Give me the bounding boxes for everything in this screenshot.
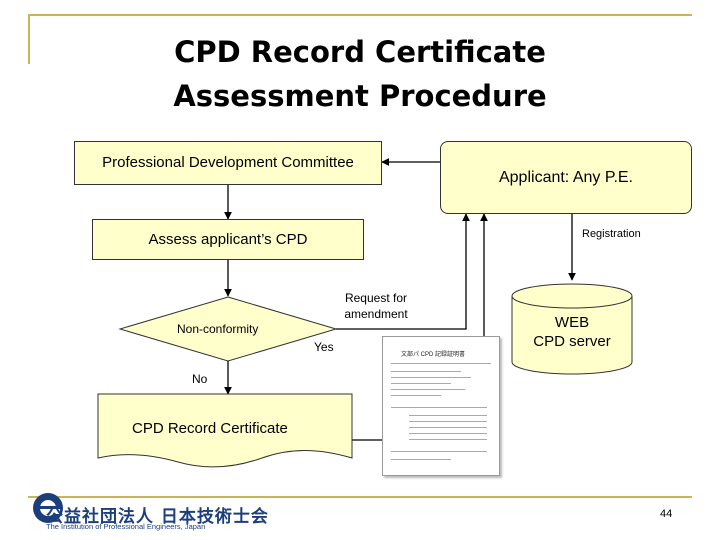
document-rule [409,427,487,428]
document-heading: 文部パ CPD 記録証明書 [401,352,466,358]
logo-english-name: The Institution of Professional Engineer… [46,522,206,531]
document-rule [409,433,487,434]
document-rule [409,415,487,416]
server-label-line-2: CPD server [533,333,611,350]
document-rule [391,459,451,460]
committee-box: Professional Development Committee [74,141,382,185]
title-line-2: Assessment Procedure [173,79,547,113]
document-rule [391,363,491,364]
document-rule [391,383,451,384]
document-rule [391,407,487,408]
server-label: WEB CPD server [512,313,632,351]
left-rule [28,14,30,64]
decision-label: Non-conformity [177,322,259,336]
assess-box: Assess applicant’s CPD [92,219,364,260]
document-rule [391,389,465,390]
edge-label-request-line-1: Request for [344,291,408,305]
logo-japanese-name: 公益社団法人 日本技術士会 [46,507,269,527]
certificate-label: CPD Record Certificate [132,420,288,437]
top-rule [28,14,692,16]
bottom-rule [28,496,692,498]
certificate-document-thumbnail: 文部パ CPD 記録証明書 [382,336,500,476]
document-rule [409,421,487,422]
document-rule [391,377,471,378]
document-rule [391,451,487,452]
server-label-line-1: WEB [554,314,590,331]
committee-label: Professional Development Committee [102,154,354,171]
assess-label: Assess applicant’s CPD [148,231,308,248]
page-number: 44 [660,508,673,520]
document-rule [391,371,461,372]
arrow-yes-to-applicant [336,213,470,330]
certificate-document-shape [97,393,353,468]
document-rule [391,395,441,396]
applicant-label: Applicant: Any P.E. [498,168,633,186]
server-cylinder-top [511,283,633,309]
server-cylinder [511,296,633,375]
applicant-box: Applicant: Any P.E. [440,141,692,214]
edge-label-request: Request for amendment [336,290,416,322]
edge-label-request-line-2: amendment [344,307,408,321]
edge-label-yes: Yes [314,340,334,354]
ipej-logo-mark [33,493,63,523]
edge-label-registration: Registration [582,228,641,240]
slide-title: CPD Record Certificate Assessment Proced… [0,30,720,118]
document-rule [409,439,487,440]
edge-label-no: No [192,372,208,386]
title-line-1: CPD Record Certificate [174,35,546,69]
